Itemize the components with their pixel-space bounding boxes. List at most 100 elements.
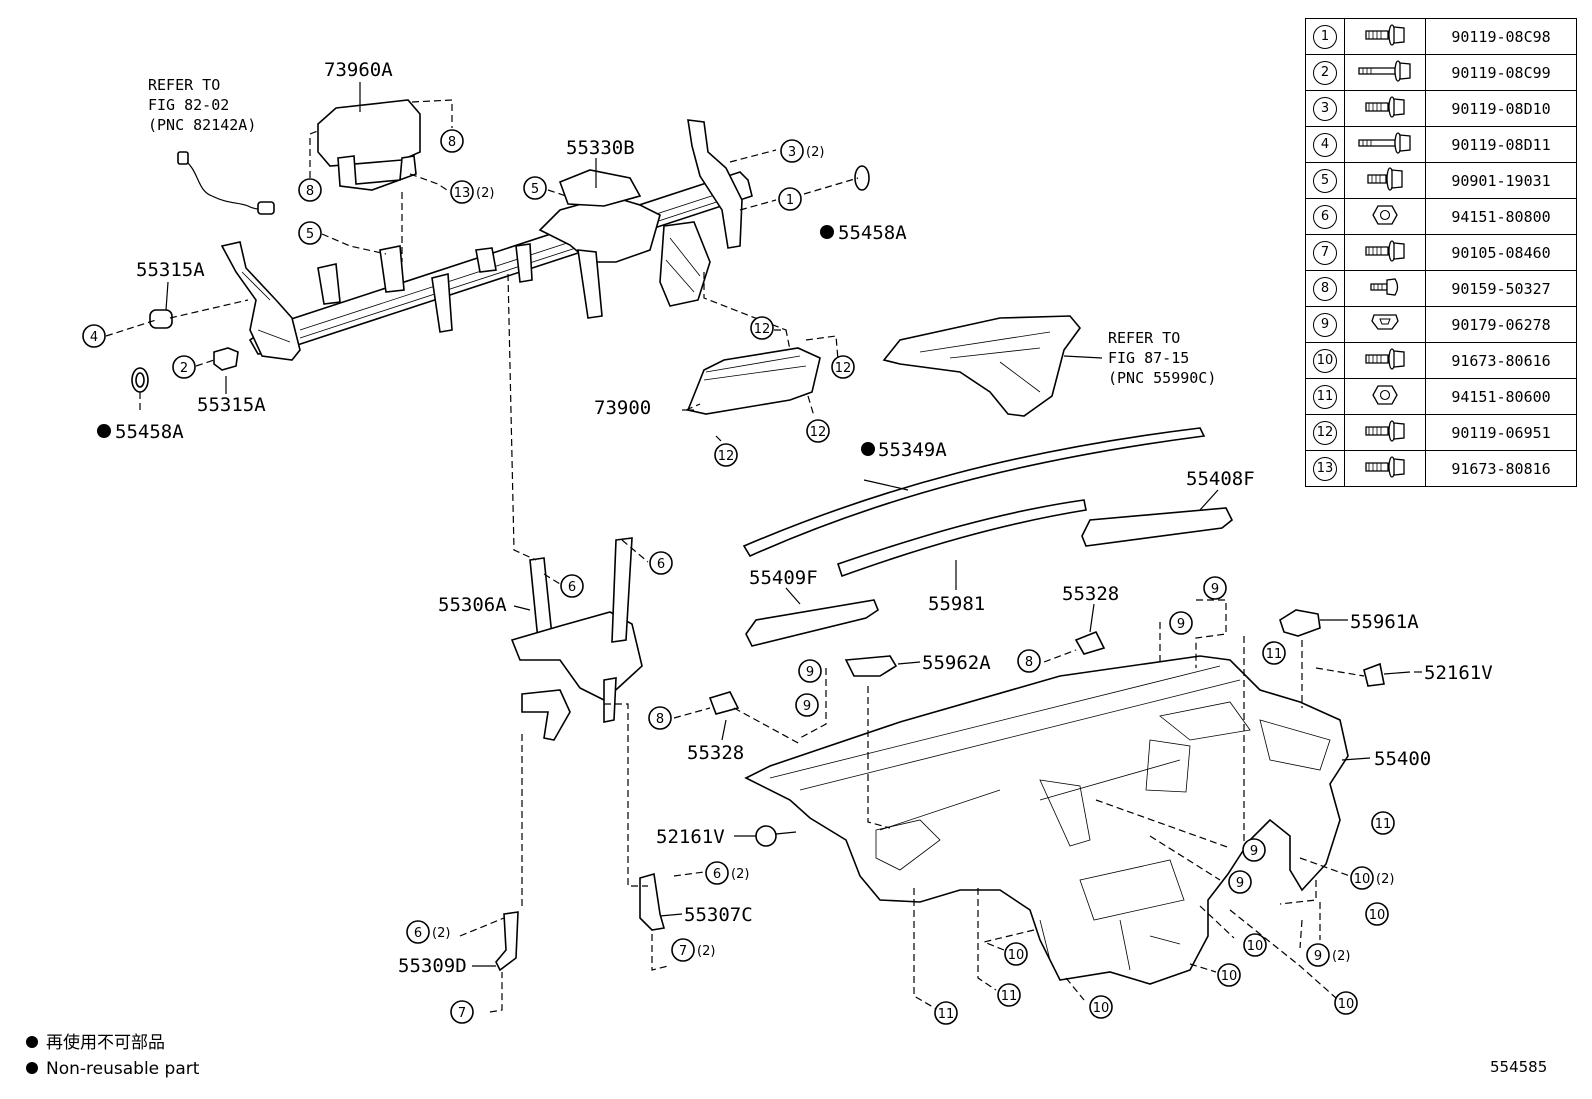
label-55400: 55400 bbox=[1374, 748, 1431, 770]
legend-callout-number: 11 bbox=[1313, 384, 1337, 409]
callout-9-a: 9 bbox=[1203, 576, 1227, 600]
footnote-english-text: Non-reusable part bbox=[46, 1059, 200, 1079]
legend-part-number: 90119-06951 bbox=[1425, 414, 1577, 451]
legend-icon-cell bbox=[1344, 270, 1426, 307]
callout-10-g: 10 bbox=[1089, 995, 1113, 1019]
svg-text:10: 10 bbox=[1221, 969, 1238, 984]
flange-bolt-icon bbox=[1362, 239, 1408, 269]
svg-text:11: 11 bbox=[938, 1007, 955, 1022]
svg-text:12: 12 bbox=[835, 361, 852, 376]
long-bolt-icon bbox=[1357, 59, 1413, 89]
legend-callout-number: 3 bbox=[1313, 96, 1337, 121]
airbag-73960A bbox=[317, 99, 421, 191]
svg-text:9: 9 bbox=[1314, 949, 1322, 964]
long-bolt-icon bbox=[1357, 131, 1413, 161]
bullet-dot-icon bbox=[26, 1062, 38, 1074]
screw-icon bbox=[1365, 277, 1405, 305]
svg-text:11: 11 bbox=[1266, 647, 1283, 662]
nut-icon bbox=[1370, 384, 1400, 413]
svg-text:REFER TO: REFER TO bbox=[148, 76, 220, 94]
airbag-73900 bbox=[686, 347, 821, 415]
seal-55458A-left bbox=[131, 367, 149, 393]
svg-text:10: 10 bbox=[1093, 1001, 1110, 1016]
qty-7-a: (2) bbox=[697, 944, 715, 959]
legend-part-number: 91673-80816 bbox=[1425, 450, 1577, 487]
svg-text:6: 6 bbox=[414, 926, 422, 941]
label-55315A-left: 55315A bbox=[136, 259, 205, 281]
legend-callout-cell: 10 bbox=[1305, 342, 1345, 379]
label-73900: 73900 bbox=[594, 397, 651, 419]
wire-harness bbox=[177, 151, 275, 215]
label-55307C: 55307C bbox=[684, 904, 753, 926]
legend-icon-cell bbox=[1344, 126, 1426, 163]
callout-8-c: 8 bbox=[1017, 649, 1041, 673]
legend-icon-cell bbox=[1344, 378, 1426, 415]
legend-part-number: 94151-80800 bbox=[1425, 198, 1577, 235]
callout-5-left: 5 bbox=[298, 221, 322, 245]
legend-icon-cell bbox=[1344, 90, 1426, 127]
callout-12-a: 12 bbox=[750, 316, 774, 340]
callout-12-c: 12 bbox=[806, 419, 830, 443]
svg-text:10: 10 bbox=[1354, 872, 1371, 887]
svg-text:8: 8 bbox=[656, 712, 664, 727]
legend-part-number: 90901-19031 bbox=[1425, 162, 1577, 199]
panel-55408F bbox=[1081, 507, 1234, 547]
legend-icon-cell bbox=[1344, 234, 1426, 271]
seal-55458A-top bbox=[854, 165, 870, 191]
flange-bolt-icon bbox=[1362, 347, 1408, 377]
svg-text:(PNC 55990C): (PNC 55990C) bbox=[1108, 369, 1216, 387]
label-55409F: 55409F bbox=[749, 567, 818, 589]
callout-10-d: 10 bbox=[1004, 942, 1028, 966]
legend-callout-cell: 3 bbox=[1305, 90, 1345, 127]
legend-icon-cell bbox=[1344, 414, 1426, 451]
qty-10-a: (2) bbox=[1376, 872, 1394, 887]
svg-text:3: 3 bbox=[788, 145, 796, 160]
legend-icon-cell bbox=[1344, 162, 1426, 199]
svg-text:10: 10 bbox=[1369, 908, 1386, 923]
svg-text:FIG 87-15: FIG 87-15 bbox=[1108, 349, 1189, 367]
callout-10-c: 10 bbox=[1243, 933, 1267, 957]
legend-icon-cell bbox=[1344, 342, 1426, 379]
footnote-english: Non-reusable part bbox=[26, 1056, 199, 1082]
svg-text:(PNC 82142A): (PNC 82142A) bbox=[148, 116, 256, 134]
callout-6-b: 6 bbox=[560, 574, 584, 598]
svg-text:7: 7 bbox=[679, 944, 687, 959]
svg-text:13: 13 bbox=[454, 186, 471, 201]
callout-9-g: 9 bbox=[1306, 943, 1330, 967]
svg-text:12: 12 bbox=[718, 449, 735, 464]
legend-callout-number: 8 bbox=[1313, 276, 1337, 301]
svg-text:7: 7 bbox=[458, 1006, 466, 1021]
defroster-duct bbox=[882, 315, 1082, 417]
legend-icon-cell bbox=[1344, 18, 1426, 55]
legend-callout-number: 5 bbox=[1313, 168, 1337, 193]
label-55408F: 55408F bbox=[1186, 468, 1255, 490]
legend-callout-number: 13 bbox=[1313, 456, 1337, 481]
label-55961A: 55961A bbox=[1350, 611, 1419, 633]
legend-part-number: 90119-08C99 bbox=[1425, 54, 1577, 91]
label-52161V-right: 52161V bbox=[1424, 662, 1493, 684]
footnotes: 再使用不可部品 Non-reusable part bbox=[26, 1030, 199, 1082]
callout-10-e: 10 bbox=[1217, 963, 1241, 987]
panel-55409F bbox=[745, 599, 879, 647]
callout-11-a: 11 bbox=[1262, 641, 1286, 665]
svg-text:12: 12 bbox=[754, 322, 771, 337]
svg-text:6: 6 bbox=[713, 867, 721, 882]
callout-8-left: 8 bbox=[298, 178, 322, 202]
qty-13: (2) bbox=[476, 186, 494, 201]
callout-1: 1 bbox=[778, 187, 802, 211]
callout-9-c: 9 bbox=[798, 659, 822, 683]
svg-text:10: 10 bbox=[1008, 948, 1025, 963]
bullet-dot-icon bbox=[26, 1036, 38, 1048]
svg-text:10: 10 bbox=[1247, 939, 1264, 954]
footnote-japanese-text: 再使用不可部品 bbox=[46, 1033, 165, 1053]
bracket-55309D bbox=[495, 911, 519, 972]
svg-text:4: 4 bbox=[90, 330, 98, 345]
